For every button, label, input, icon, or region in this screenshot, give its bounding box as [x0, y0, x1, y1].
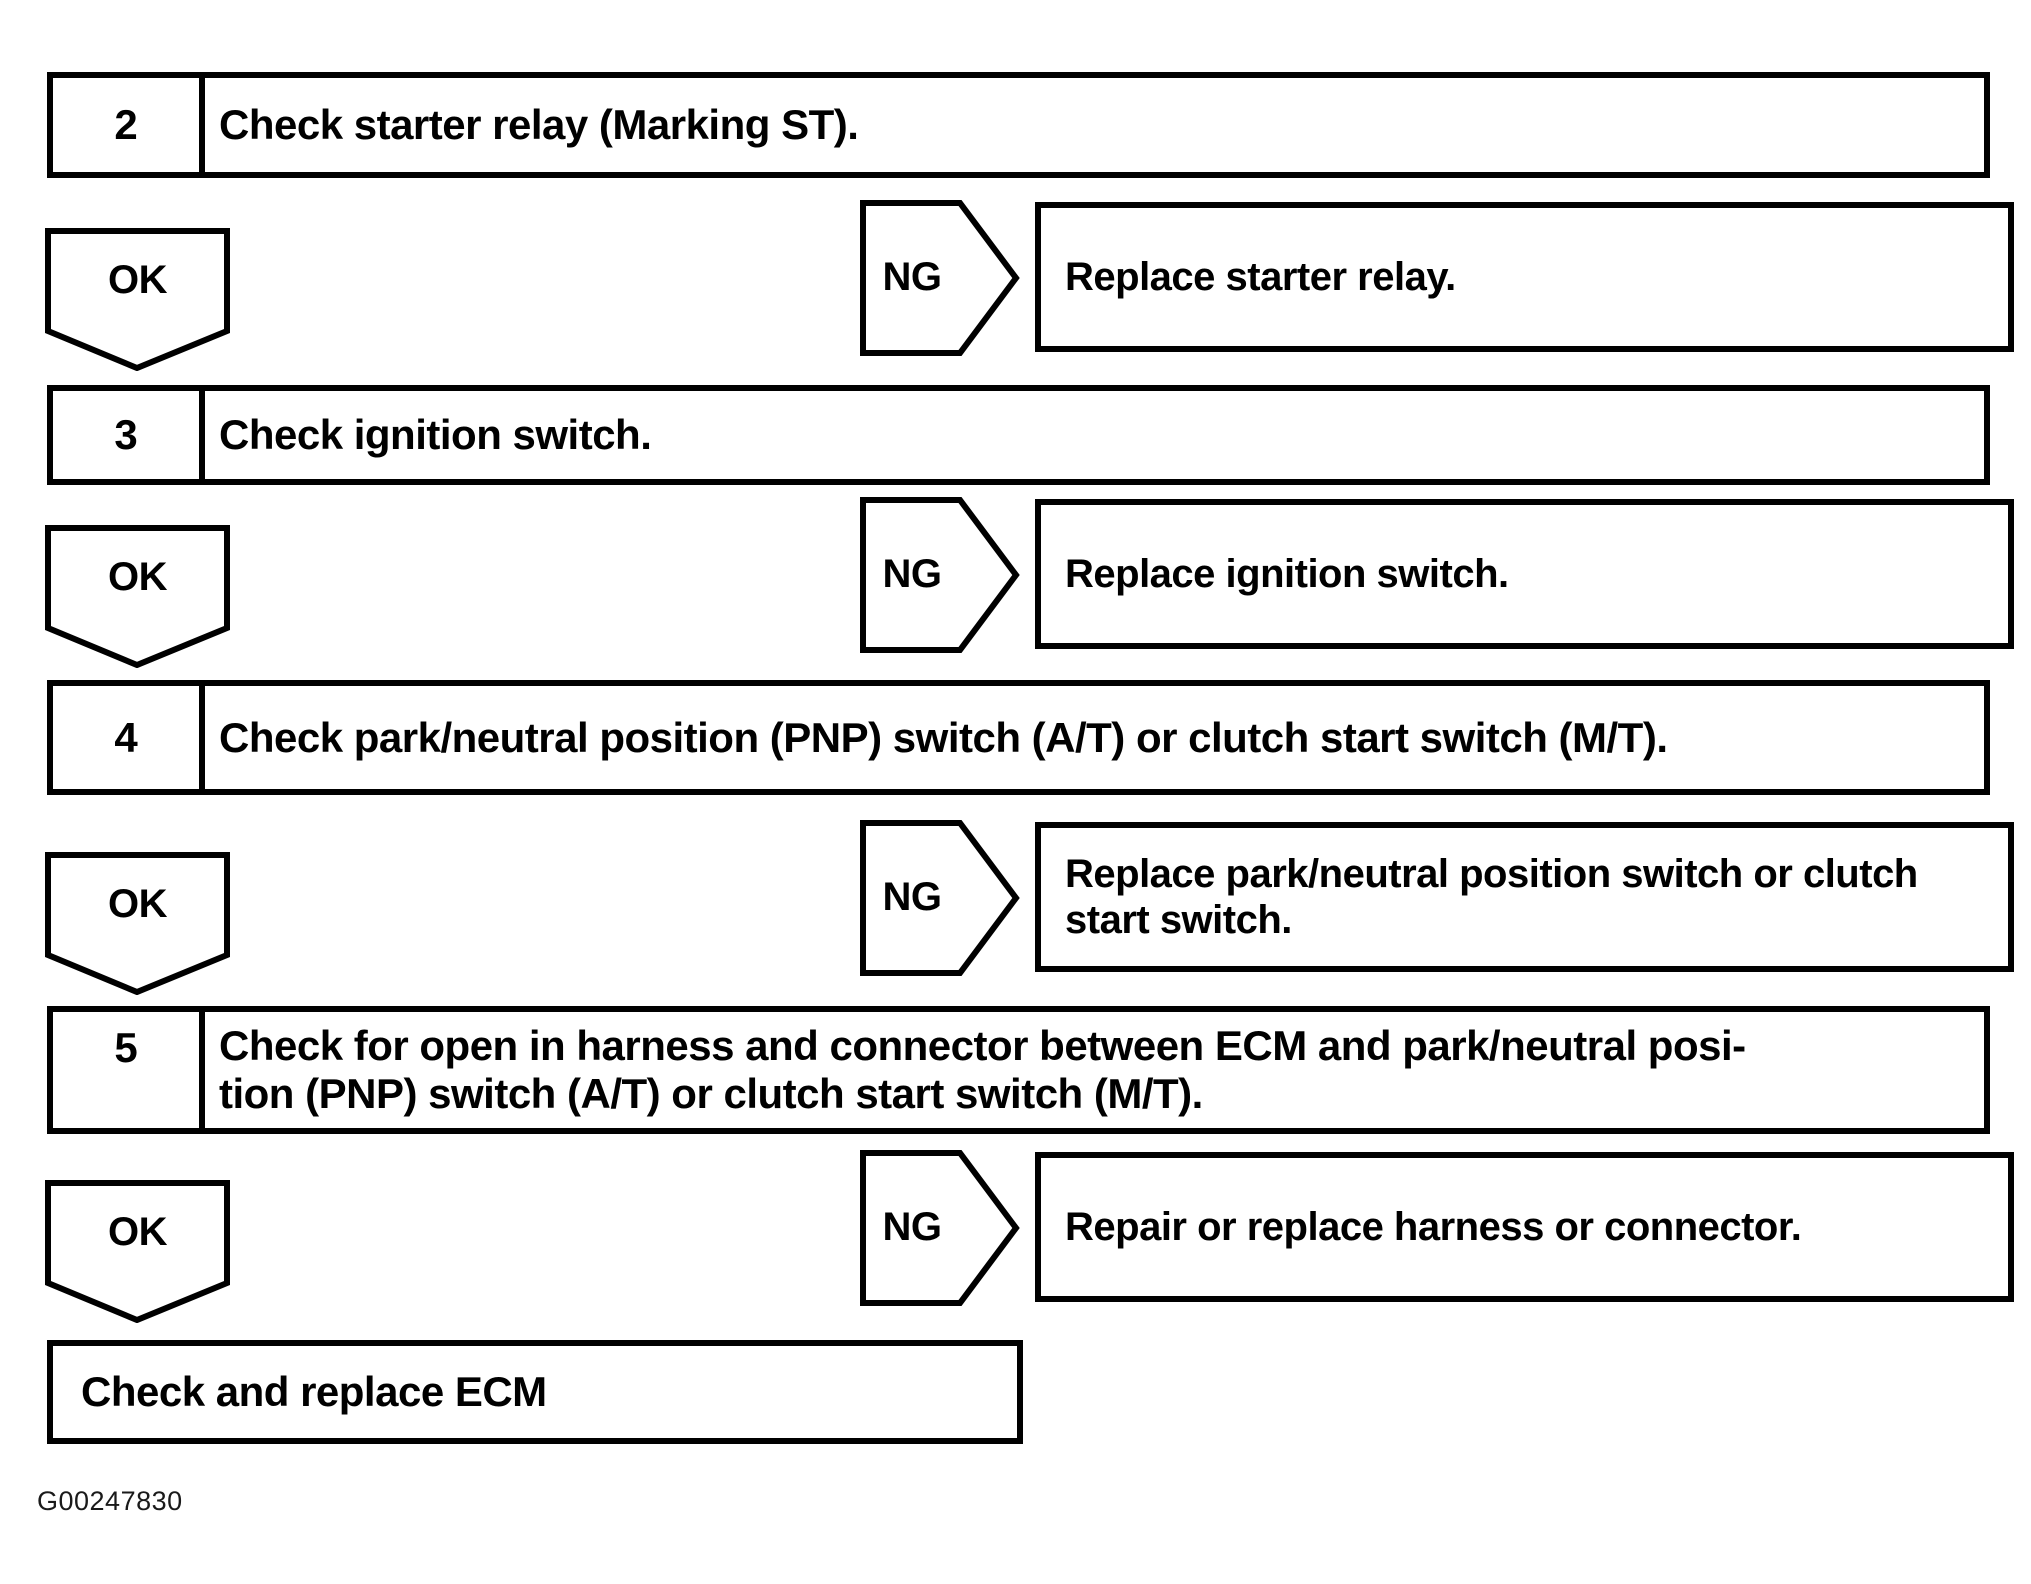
- step-2-text: Check starter relay (Marking ST).: [205, 78, 1984, 172]
- step-5-number: 5: [53, 1012, 205, 1128]
- step-3-box: 3 Check ignition switch.: [47, 385, 1990, 485]
- ok-label-1: OK: [108, 258, 168, 302]
- step-4-number: 4: [53, 686, 205, 789]
- ok-arrow-3: OK: [45, 852, 230, 995]
- step-4-text: Check park/neutral position (PNP) switch…: [205, 686, 1984, 789]
- ng-label-2: NG: [882, 552, 943, 596]
- ok-pentagon-down-icon: [45, 1180, 230, 1323]
- ng-action-box-2: Replace ignition switch.: [1035, 499, 2014, 649]
- final-action-text: Check and replace ECM: [81, 1368, 547, 1415]
- ok-label-3: OK: [108, 882, 168, 926]
- ng-action-4-line-1: Repair or replace harness or connector.: [1065, 1205, 1802, 1249]
- ok-pentagon-down-icon: [45, 852, 230, 995]
- ng-action-3-line-2: start switch.: [1065, 898, 1292, 942]
- ng-pentagon-right-icon: [860, 1150, 1020, 1306]
- ng-arrow-3: NG: [860, 820, 1020, 976]
- step-5-line-1: Check for open in harness and connector …: [219, 1022, 1746, 1069]
- ok-arrow-1: OK: [45, 228, 230, 371]
- figure-id-caption: G00247830: [37, 1486, 183, 1516]
- ng-action-1-line-1: Replace starter relay.: [1065, 255, 1456, 299]
- ok-pentagon-down-icon: [45, 525, 230, 668]
- ng-pentagon-right-icon: [860, 820, 1020, 976]
- step-2-box: 2 Check starter relay (Marking ST).: [47, 72, 1990, 178]
- ng-label-4: NG: [882, 1205, 943, 1249]
- ng-arrow-4: NG: [860, 1150, 1020, 1306]
- step-3-line-1: Check ignition switch.: [219, 411, 652, 458]
- step-3-text: Check ignition switch.: [205, 391, 1984, 479]
- final-action-box: Check and replace ECM: [47, 1340, 1023, 1444]
- step-3-number: 3: [53, 391, 205, 479]
- step-2-line-1: Check starter relay (Marking ST).: [219, 101, 859, 148]
- step-4-box: 4 Check park/neutral position (PNP) swit…: [47, 680, 1990, 795]
- ng-action-box-3: Replace park/neutral position switch or …: [1035, 822, 2014, 972]
- ok-label-4: OK: [108, 1210, 168, 1254]
- step-5-box: 5 Check for open in harness and connecto…: [47, 1006, 1990, 1134]
- step-2-number: 2: [53, 78, 205, 172]
- ok-label-2: OK: [108, 555, 168, 599]
- ng-action-box-4: Repair or replace harness or connector.: [1035, 1152, 2014, 1302]
- ng-action-3-line-1: Replace park/neutral position switch or …: [1065, 852, 1918, 896]
- ok-pentagon-down-icon: [45, 228, 230, 371]
- step-5-text: Check for open in harness and connector …: [205, 1012, 1984, 1128]
- ng-label-3: NG: [882, 875, 943, 919]
- ok-arrow-2: OK: [45, 525, 230, 668]
- ng-pentagon-right-icon: [860, 497, 1020, 653]
- ng-arrow-1: NG: [860, 200, 1020, 356]
- ok-arrow-4: OK: [45, 1180, 230, 1323]
- ng-action-box-1: Replace starter relay.: [1035, 202, 2014, 352]
- ng-arrow-2: NG: [860, 497, 1020, 653]
- step-4-line-1: Check park/neutral position (PNP) switch…: [219, 713, 1668, 761]
- ng-pentagon-right-icon: [860, 200, 1020, 356]
- ng-label-1: NG: [882, 255, 943, 299]
- step-5-line-2: tion (PNP) switch (A/T) or clutch start …: [219, 1070, 1203, 1117]
- ng-action-2-line-1: Replace ignition switch.: [1065, 552, 1509, 596]
